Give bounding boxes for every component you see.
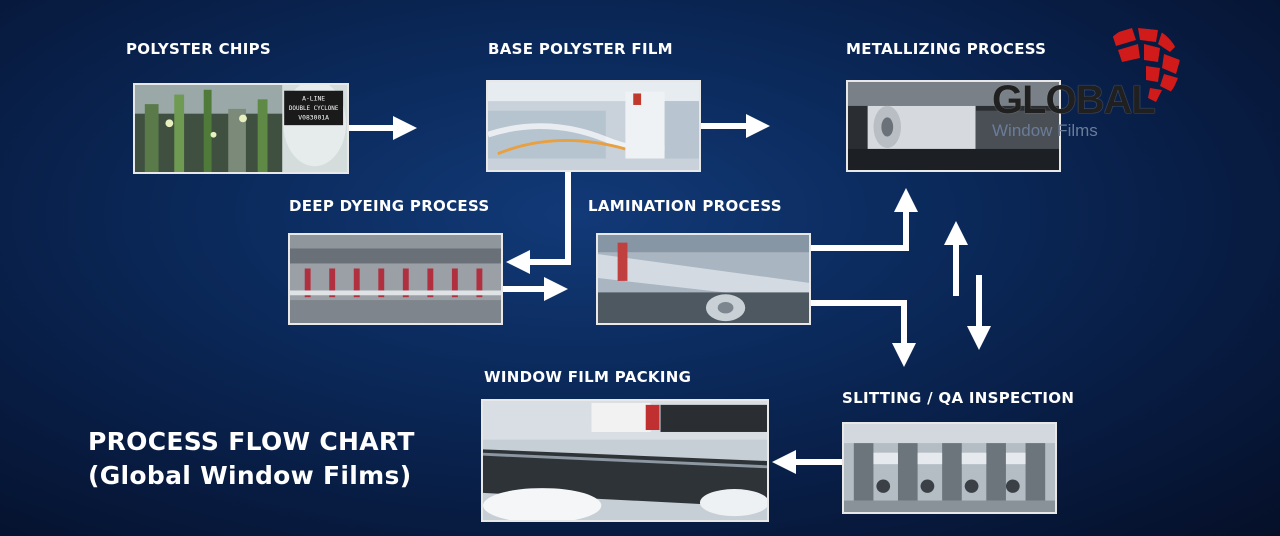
arrow-lamination-to-slitting	[811, 300, 916, 367]
label-deep-dyeing-process: DEEP DYEING PROCESS	[289, 197, 490, 215]
label-polyster-chips: POLYSTER CHIPS	[126, 40, 272, 58]
photo-polyster-chips: A-LINE DOUBLE CYCLONE V083001A	[133, 83, 349, 174]
photo-slitting-qa-inspection	[842, 422, 1057, 514]
photo-sign-line2: DOUBLE CYCLONE	[289, 106, 339, 112]
photo-lamination-process	[596, 233, 811, 325]
logo-main-text: GLOBAL	[992, 78, 1156, 122]
photo-base-polyster-film	[486, 80, 701, 172]
global-window-films-logo: GLOBAL Window Films	[992, 26, 1192, 146]
photo-sign-line3: V083001A	[298, 114, 329, 121]
label-window-film-packing: WINDOW FILM PACKING	[484, 368, 692, 386]
label-metallizing-process: METALLIZING PROCESS	[846, 40, 1047, 58]
photo-sign-line1: A-LINE	[302, 95, 325, 102]
photo-deep-dyeing-process	[288, 233, 503, 325]
photo-window-film-packing	[481, 399, 769, 522]
arrow-base-to-dyeing	[506, 172, 571, 274]
logo-globe-icon	[1112, 28, 1180, 102]
logo-sub-text: Window Films	[992, 121, 1098, 140]
arrow-lamination-to-metallizing	[811, 188, 918, 251]
label-slitting-qa-inspection: SLITTING / QA INSPECTION	[842, 389, 1075, 407]
chart-title-line2: (Global Window Films)	[88, 461, 412, 490]
chart-title: PROCESS FLOW CHART (Global Window Films)	[88, 425, 415, 493]
label-base-polyster-film: BASE POLYSTER FILM	[488, 40, 673, 58]
label-lamination-process: LAMINATION PROCESS	[588, 197, 782, 215]
chart-title-line1: PROCESS FLOW CHART	[88, 427, 415, 456]
photo-metallizing-process	[846, 80, 1061, 172]
